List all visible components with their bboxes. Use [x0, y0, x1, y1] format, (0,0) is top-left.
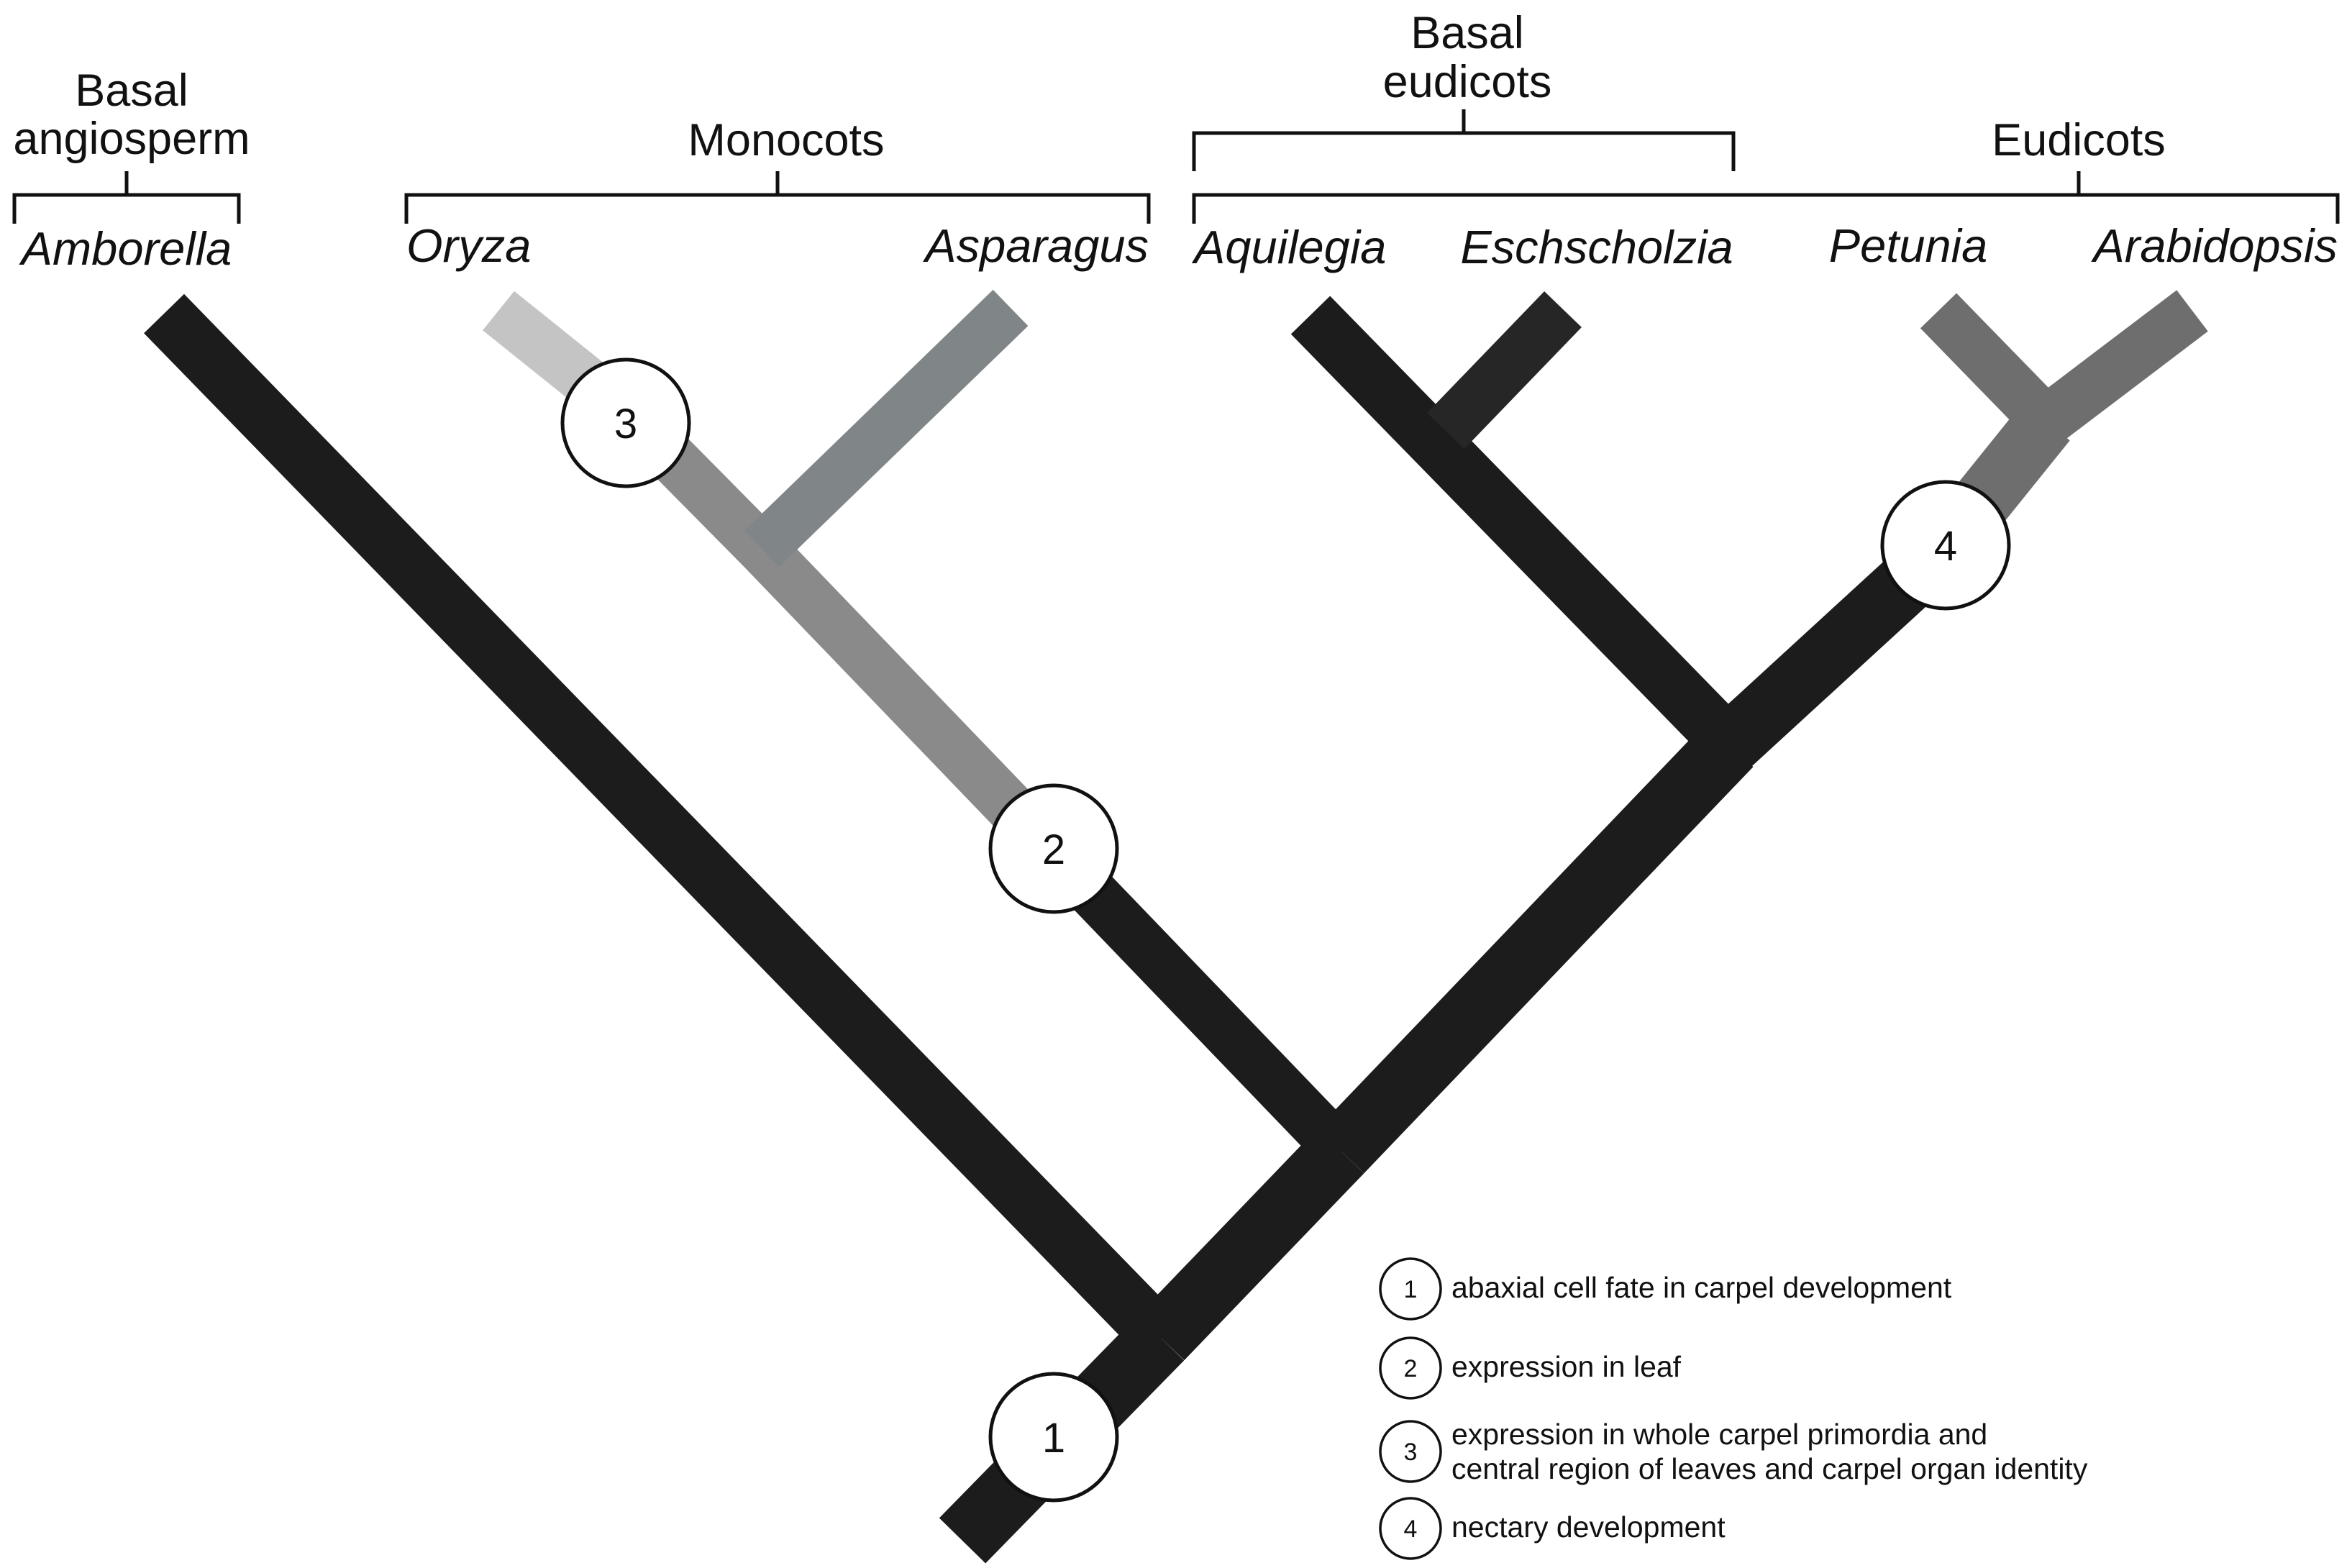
taxon-labels: Amborella Oryza Asparagus Aquilegia Esch… [19, 219, 2338, 275]
group-label-basal-angiosperm-line2: angiosperm [13, 114, 250, 164]
legend-number-2: 2 [1404, 1355, 1418, 1382]
branch-amborella [144, 293, 1181, 1358]
branch-eschscholzia [1427, 291, 1582, 449]
group-label-basal-angiosperm-line1: Basal [75, 65, 188, 116]
group-brackets [12, 109, 2340, 224]
node-marker-2: 2 [988, 783, 1119, 914]
branch-eudicot-stem [1317, 721, 1754, 1174]
branch-arabidopsis [2030, 290, 2208, 442]
legend-text-3-line1: expression in whole carpel primordia and [1451, 1418, 1987, 1451]
taxon-label-eschscholzia: Eschscholzia [1460, 221, 1733, 273]
node-number-4: 4 [1934, 523, 1957, 570]
bracket-monocots [404, 171, 1151, 224]
legend-circle-3 [1379, 1420, 1442, 1483]
legend-text-3-line2: central region of leaves and carpel orga… [1451, 1452, 2088, 1485]
legend-text-1: abaxial cell fate in carpel development [1451, 1271, 1952, 1304]
branch-asparagus [744, 289, 1029, 568]
group-label-monocots: Monocots [688, 115, 884, 165]
node-marker-1: 1 [988, 1372, 1119, 1503]
group-labels: Basal angiosperm Monocots Basal eudicots… [13, 8, 2165, 165]
node-number-2: 2 [1042, 826, 1065, 873]
legend-item-2: 2 expression in leaf [1379, 1336, 1682, 1400]
node-number-1: 1 [1042, 1415, 1065, 1462]
taxon-label-oryza: Oryza [406, 219, 531, 272]
branch-petunia [1920, 293, 2065, 439]
node-marker-4: 4 [1880, 480, 2011, 611]
legend-circle-4 [1379, 1497, 1442, 1560]
group-label-basal-eudicots-line2: eudicots [1383, 57, 1552, 107]
taxon-label-aquilegia: Aquilegia [1191, 221, 1386, 273]
legend: 1 abaxial cell fate in carpel developmen… [1379, 1257, 2088, 1560]
node-circle-4 [1880, 480, 2011, 611]
branch-angiosperm-core [1137, 1128, 1364, 1361]
legend-item-1: 1 abaxial cell fate in carpel developmen… [1379, 1257, 1952, 1321]
node-circle-3 [560, 357, 691, 488]
legend-circle-1 [1379, 1257, 1442, 1321]
node-circle-1 [988, 1372, 1119, 1503]
legend-text-2: expression in leaf [1451, 1350, 1682, 1383]
taxon-label-arabidopsis: Arabidopsis [2090, 219, 2338, 272]
group-label-basal-eudicots-line1: Basal [1410, 8, 1524, 58]
legend-item-3: 3 expression in whole carpel primordia a… [1379, 1418, 2088, 1485]
taxon-label-petunia: Petunia [1829, 219, 1987, 272]
taxon-label-asparagus: Asparagus [922, 219, 1149, 272]
branch-aquilegia [1290, 296, 1750, 764]
legend-number-3: 3 [1404, 1439, 1418, 1466]
bracket-basal-angiosperm [12, 171, 241, 224]
branch-monocot-crown [743, 531, 1072, 870]
node-marker-3: 3 [560, 357, 691, 488]
node-circle-2 [988, 783, 1119, 914]
legend-item-4: 4 nectary development [1379, 1497, 1726, 1560]
legend-number-1: 1 [1404, 1276, 1418, 1303]
node-markers: 1 2 3 4 [560, 357, 2011, 1503]
legend-circle-2 [1379, 1336, 1442, 1400]
legend-text-4: nectary development [1451, 1510, 1726, 1544]
group-label-eudicots: Eudicots [1992, 115, 2166, 165]
taxon-label-amborella: Amborella [19, 222, 232, 275]
tree-branches [144, 289, 2208, 1564]
legend-number-4: 4 [1404, 1515, 1418, 1543]
node-number-3: 3 [614, 401, 637, 447]
bracket-eudicots [1192, 171, 2340, 224]
branch-monocot-stem [1035, 834, 1359, 1169]
bracket-basal-eudicots [1192, 109, 1736, 171]
